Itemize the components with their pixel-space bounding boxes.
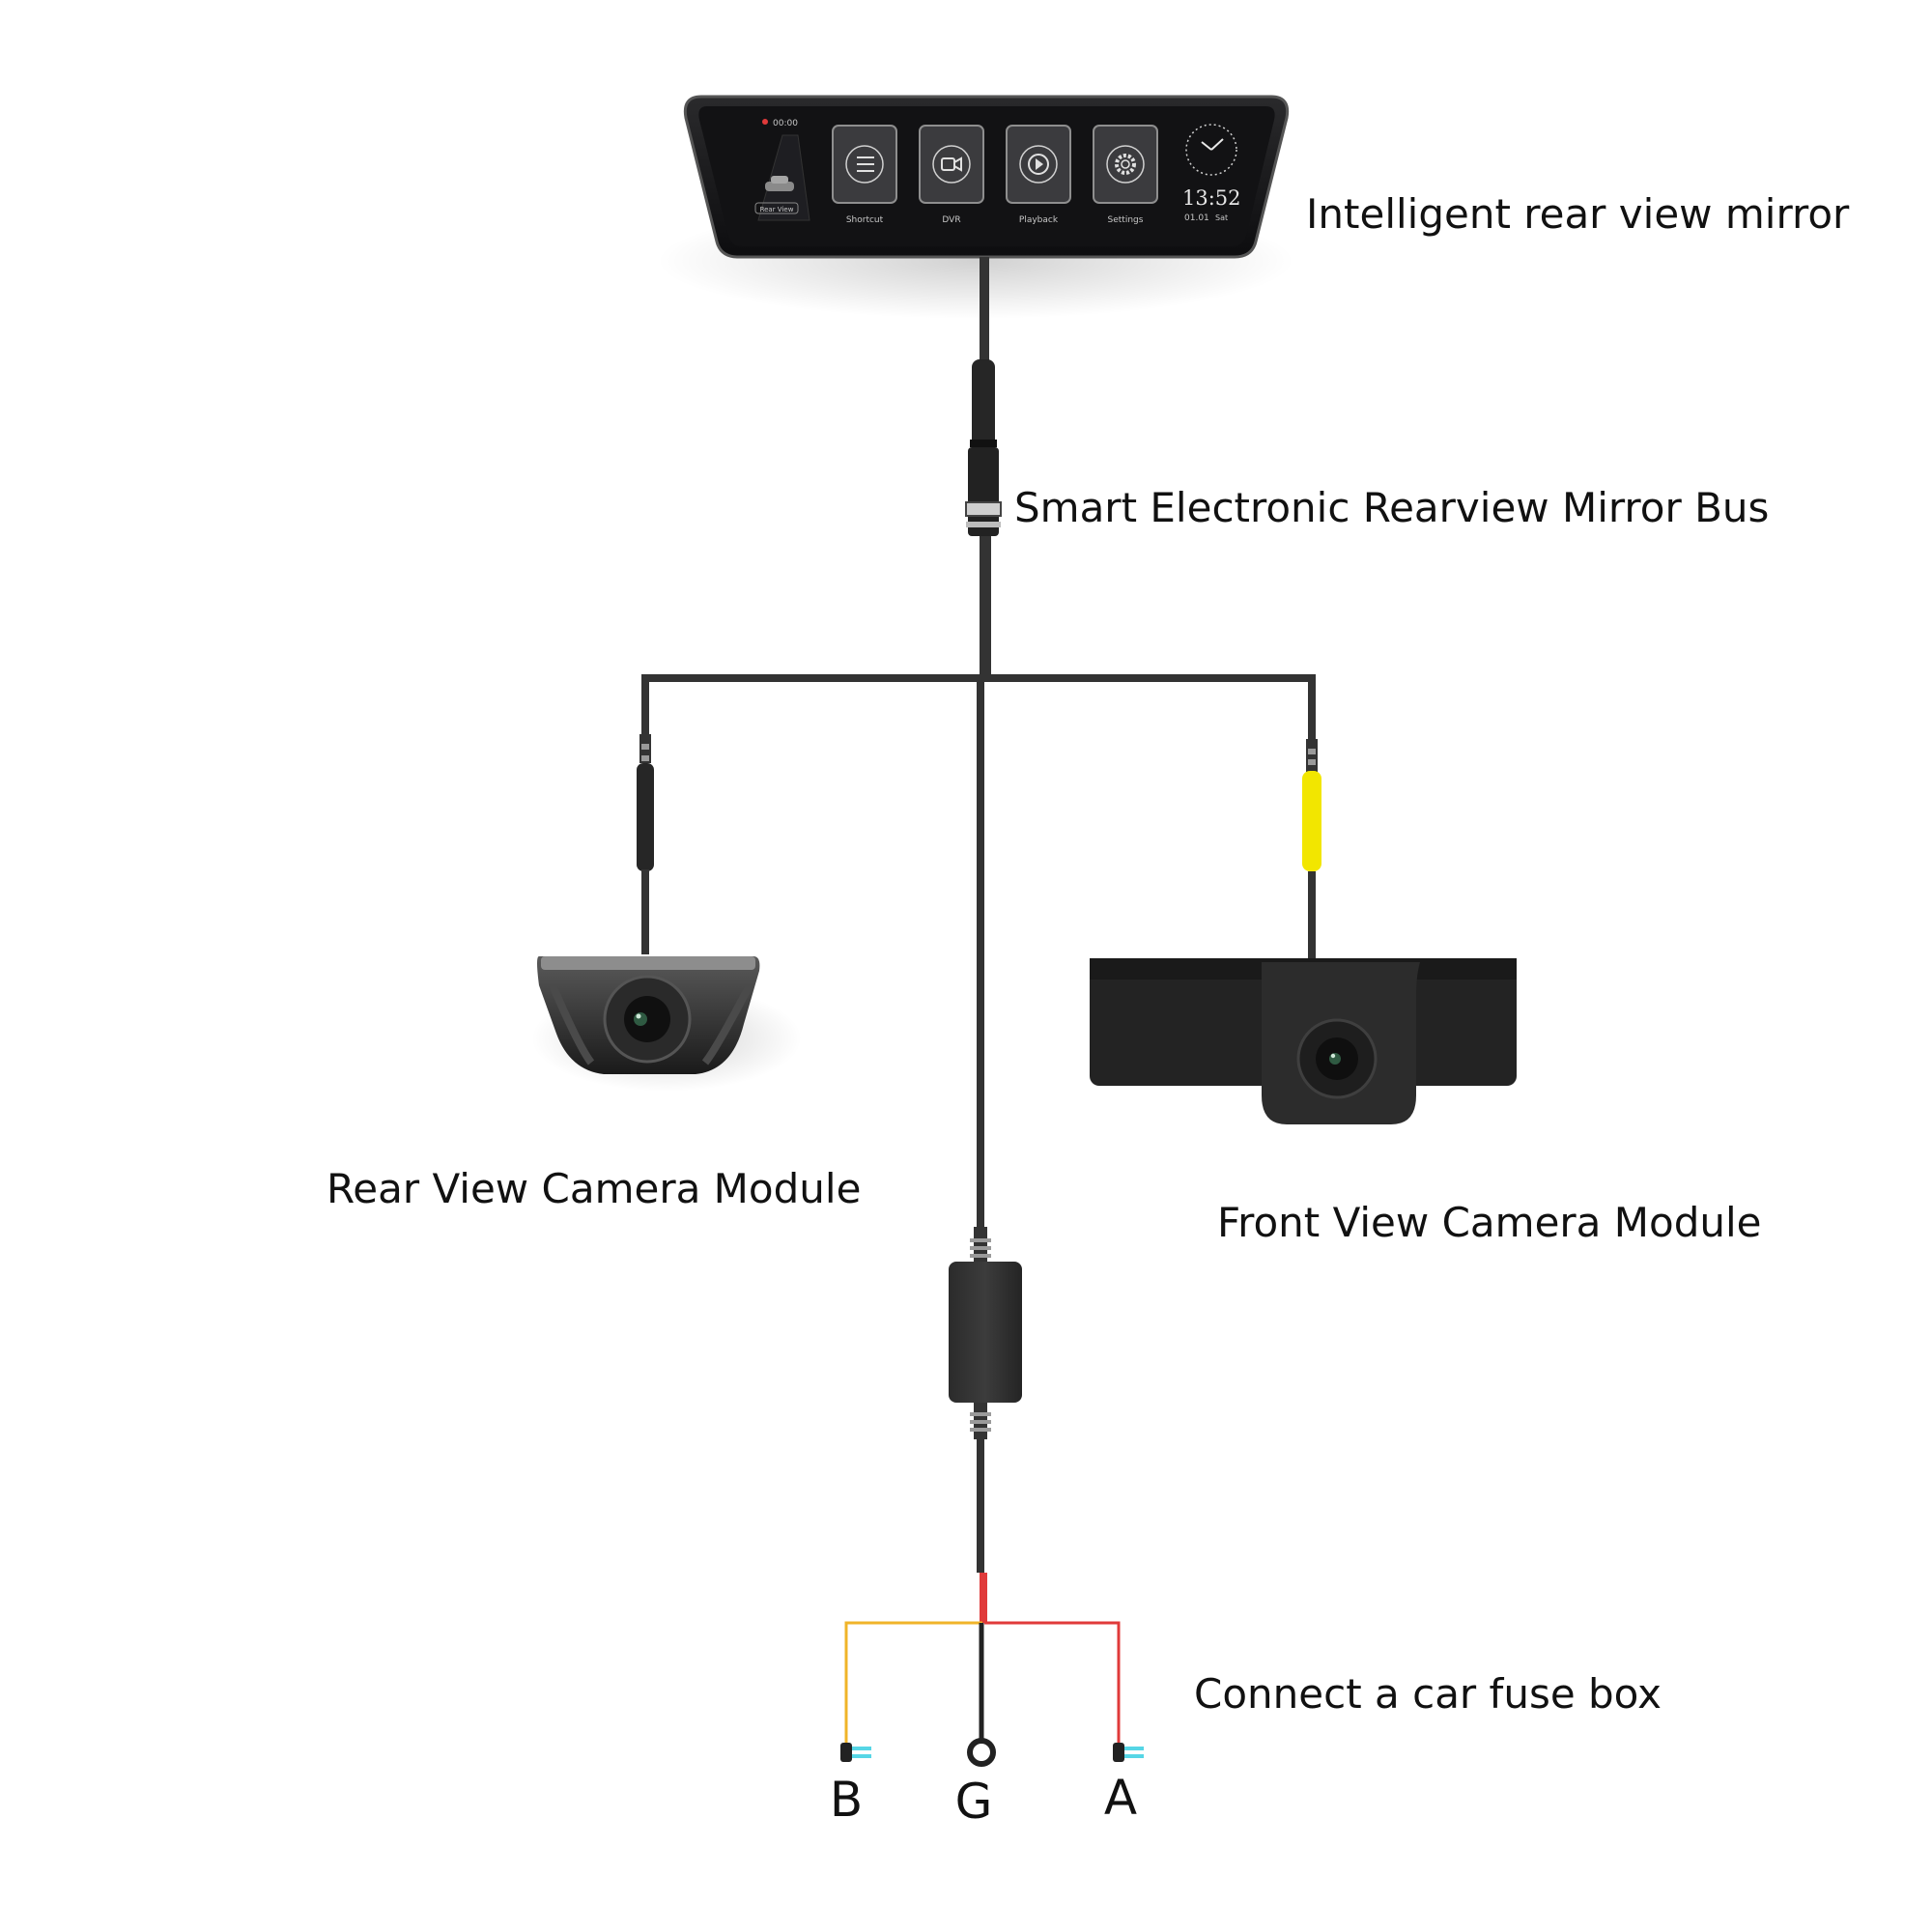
rear-view-camera (531, 956, 802, 1092)
fuse-terminal-a (1113, 1743, 1144, 1762)
power-converter-box (949, 1227, 1022, 1573)
rear-camera-cable (637, 734, 654, 954)
label-front-camera: Front View Camera Module (1217, 1199, 1762, 1246)
record-indicator (762, 119, 768, 125)
yellow-connector (1302, 771, 1321, 871)
car-icon (765, 176, 794, 191)
clock-day: Sat (1215, 213, 1228, 222)
playback-icon (1028, 154, 1049, 175)
branch-cables (641, 674, 1316, 1227)
fuse-wires (844, 1573, 1121, 1745)
front-view-camera (1090, 958, 1517, 1124)
app-settings[interactable]: Settings (1093, 125, 1158, 225)
gear-icon (1115, 154, 1136, 175)
label-bus: Smart Electronic Rearview Mirror Bus (1014, 484, 1769, 531)
app-dvr[interactable]: DVR (919, 125, 984, 225)
label-fuse-box: Connect a car fuse box (1194, 1670, 1662, 1718)
record-time: 00:00 (773, 119, 798, 128)
label-terminal-a: A (1104, 1770, 1137, 1826)
front-camera-cable (1302, 739, 1321, 963)
video-camera-icon (941, 156, 962, 172)
app-label-shortcut: Shortcut (846, 215, 884, 225)
ground-ring-terminal (967, 1738, 996, 1767)
wire-junction (980, 1573, 987, 1623)
rear-view-tag-label: Rear View (760, 206, 794, 213)
fuse-terminal-b (840, 1743, 871, 1762)
label-rear-camera: Rear View Camera Module (327, 1165, 861, 1212)
wire-a-red (984, 1621, 1121, 1745)
rear-view-panel[interactable]: 00:00 Rear View (754, 119, 810, 221)
clock-widget: 13:52 01.01 Sat (1182, 124, 1241, 223)
label-mirror: Intelligent rear view mirror (1306, 190, 1850, 238)
bus-cable-strain-relief (972, 359, 995, 448)
clock-date: 01.01 (1184, 213, 1209, 223)
label-terminal-b: B (830, 1772, 863, 1828)
wire-b-yellow (844, 1621, 982, 1745)
app-playback[interactable]: Playback (1006, 125, 1071, 225)
analog-clock-icon (1185, 124, 1237, 176)
rear-view-tag[interactable] (754, 202, 799, 214)
bus-cable (965, 257, 1002, 681)
label-terminal-g: G (955, 1774, 993, 1830)
app-label-playback: Playback (1019, 215, 1059, 225)
rear-view-mirror: 00:00 Rear View Shortcut (657, 95, 1294, 319)
rear-camera-connector (637, 763, 654, 871)
app-label-settings: Settings (1108, 215, 1144, 225)
app-shortcut[interactable]: Shortcut (832, 125, 897, 225)
menu-icon (857, 156, 874, 172)
power-box-body (949, 1262, 1022, 1403)
clock-time: 13:52 (1182, 186, 1241, 210)
app-label-dvr: DVR (942, 215, 960, 225)
